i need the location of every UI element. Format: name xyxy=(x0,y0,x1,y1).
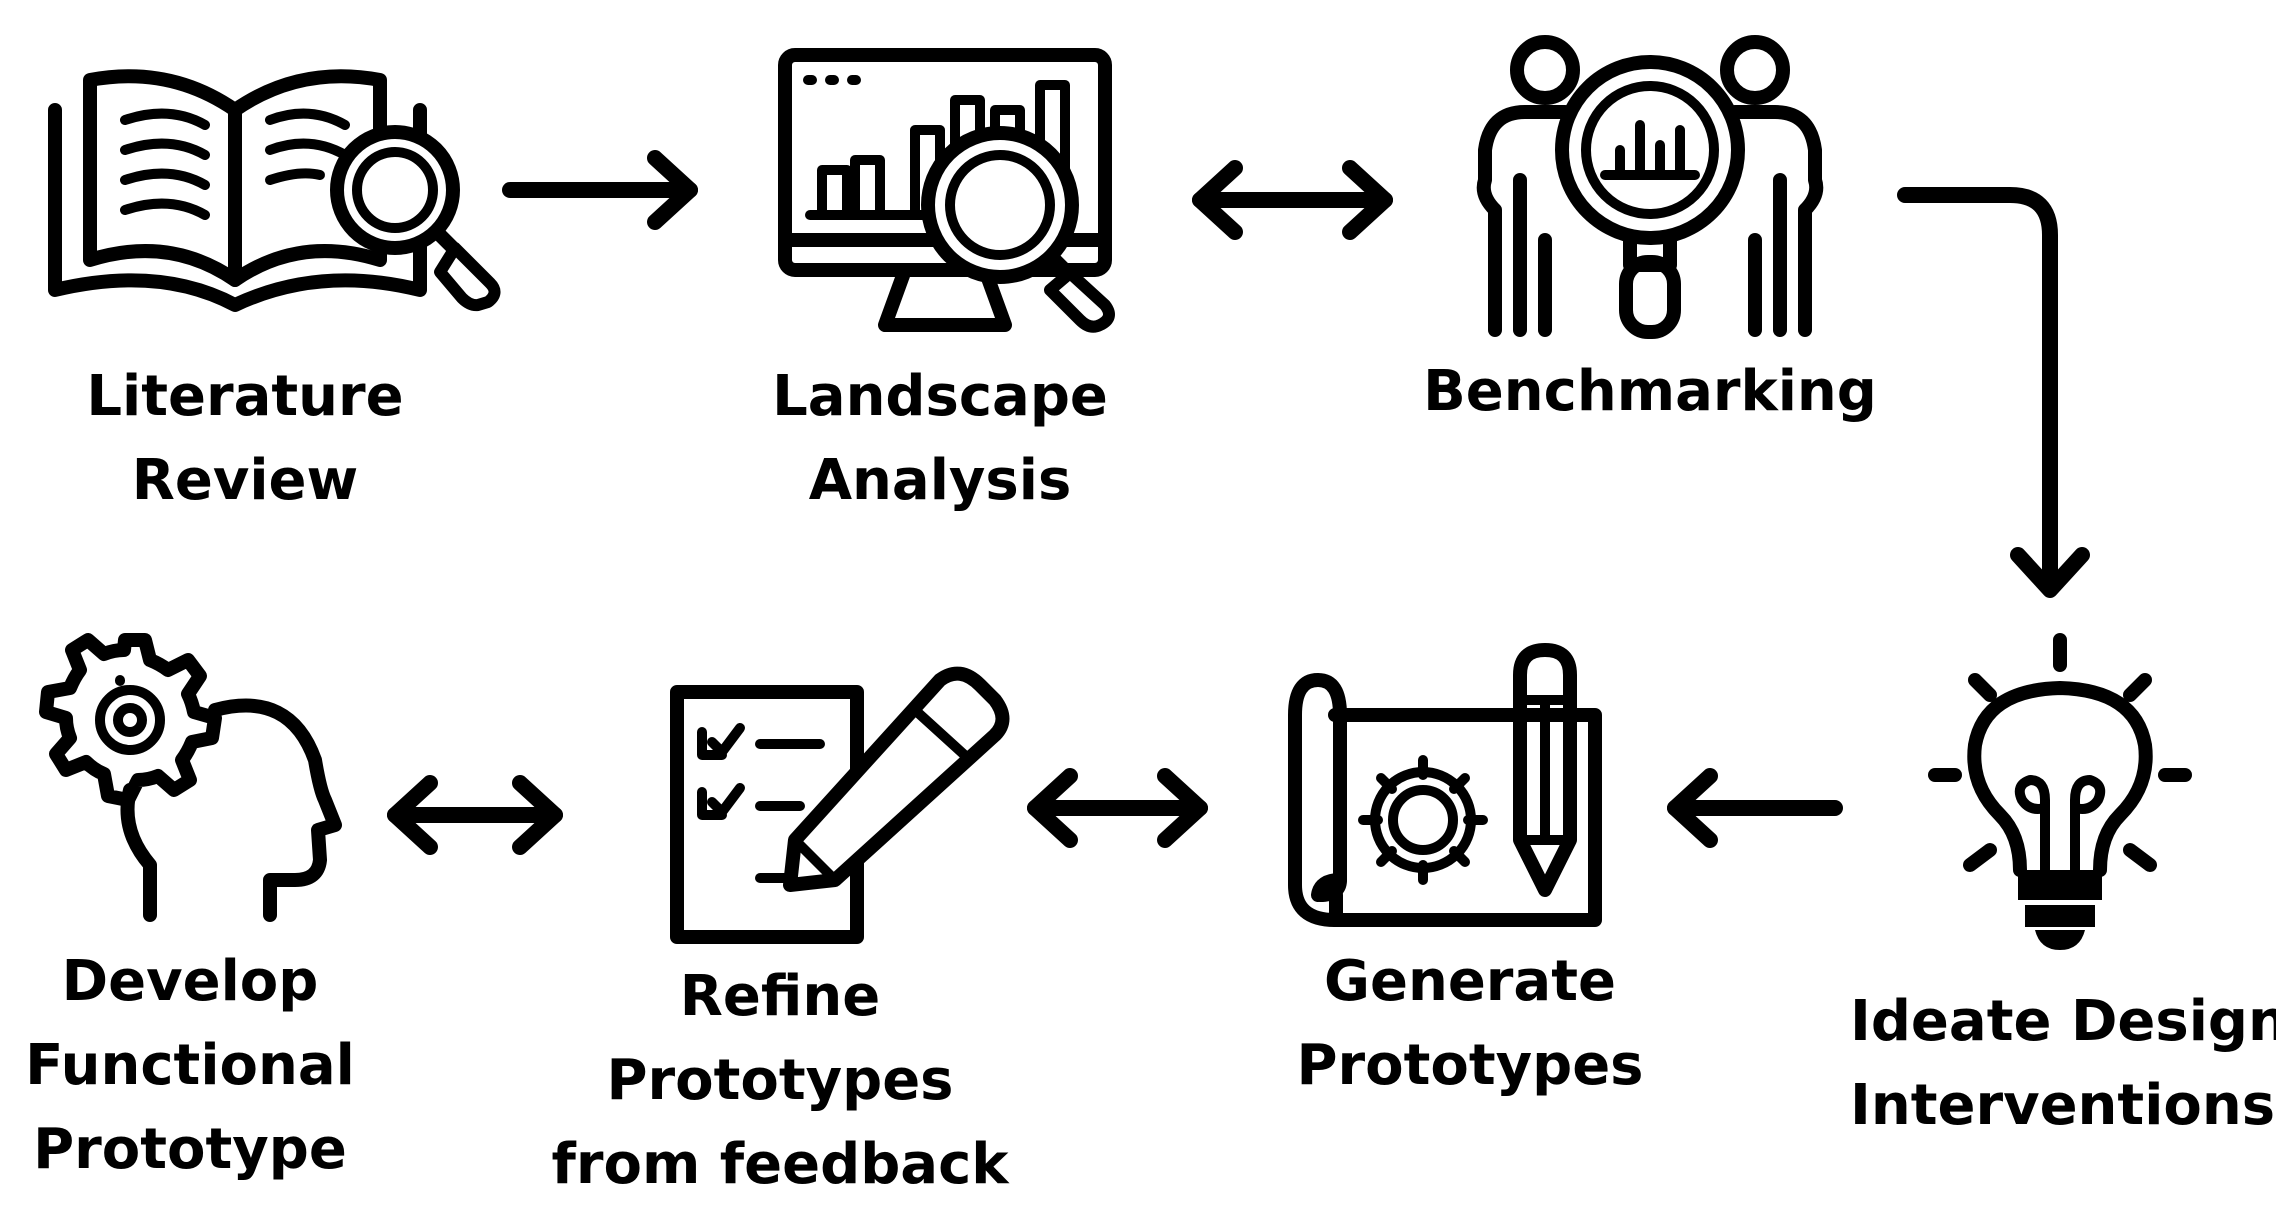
label-line: from feedback xyxy=(551,1132,1009,1197)
monitor-chart-magnifier-icon xyxy=(778,48,1115,333)
label-line: Prototypes xyxy=(606,1048,954,1113)
arrow-elbow-down xyxy=(1897,187,2090,598)
step-ideate-label: Ideate Design Interventions xyxy=(1850,980,2276,1148)
label-line: Review xyxy=(131,448,359,513)
label-line: Landscape xyxy=(772,364,1108,429)
lightbulb-icon xyxy=(1928,633,2192,950)
label-line: Analysis xyxy=(808,448,1072,513)
arrow-double-2 xyxy=(1027,768,1208,848)
label-line: Interventions xyxy=(1850,1073,2276,1138)
label-line: Refine xyxy=(679,964,881,1029)
label-line: Ideate Design xyxy=(1850,989,2276,1054)
label-line: Prototype xyxy=(33,1117,347,1182)
arrow-left-1 xyxy=(1667,768,1843,848)
label-line: Literature xyxy=(86,364,404,429)
people-magnifier-chart-icon xyxy=(1476,35,1824,339)
label-line: Generate xyxy=(1324,949,1616,1014)
label-line: Benchmarking xyxy=(1423,359,1877,424)
label-line: Develop xyxy=(61,949,319,1014)
label-line: Prototypes xyxy=(1296,1033,1644,1098)
step-benchmarking-label: Benchmarking xyxy=(1420,350,1880,434)
blueprint-gear-pencil-icon xyxy=(1288,643,1602,927)
step-literature-review-label: Literature Review xyxy=(60,355,430,523)
arrow-double-1 xyxy=(1192,160,1393,240)
open-book-magnifier-icon xyxy=(48,69,501,312)
arrow-double-3 xyxy=(387,775,563,855)
step-generate-label: Generate Prototypes xyxy=(1280,940,1660,1108)
arrow-right-1 xyxy=(502,150,698,230)
step-refine-label: Refine Prototypes from feedback xyxy=(540,955,1020,1207)
step-develop-label: Develop Functional Prototype xyxy=(10,940,370,1192)
step-landscape-analysis-label: Landscape Analysis xyxy=(770,355,1110,523)
head-gear-icon xyxy=(39,633,342,922)
label-line: Functional xyxy=(25,1033,355,1098)
checklist-pencil-icon xyxy=(670,666,1010,944)
